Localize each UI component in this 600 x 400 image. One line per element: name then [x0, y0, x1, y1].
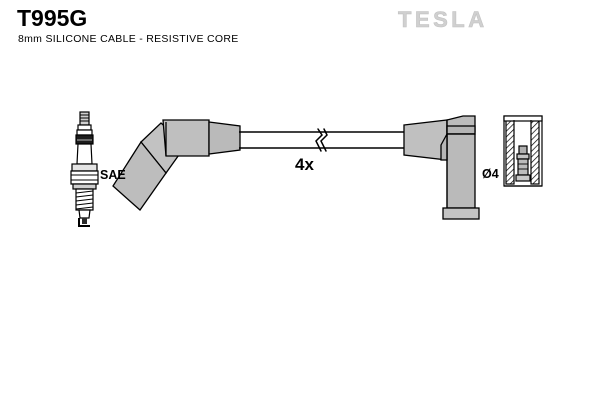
assembly-diagram: SAE 4x Ø4: [0, 60, 600, 400]
spark-plug-standard-label: SAE: [100, 168, 126, 182]
tesla-brand-logo: TESLA: [398, 7, 488, 33]
left-boot-graphic: [112, 119, 241, 211]
terminal-diameter-label: Ø4: [482, 167, 499, 181]
cable-break-symbol: [315, 128, 328, 152]
part-description: 8mm SILICONE CABLE - RESISTIVE CORE: [18, 33, 239, 45]
page-title: T995G: [17, 5, 88, 31]
cable-quantity-label: 4x: [295, 155, 314, 174]
drawing-header: T995G 8mm SILICONE CABLE - RESISTIVE COR…: [0, 0, 600, 62]
terminal-sleeve-graphic: [503, 115, 543, 187]
assembly-diagram-svg: [70, 111, 543, 227]
right-boot-graphic: [403, 115, 480, 220]
spark-plug-graphic: [70, 111, 99, 227]
cable-graphic: [239, 131, 404, 149]
